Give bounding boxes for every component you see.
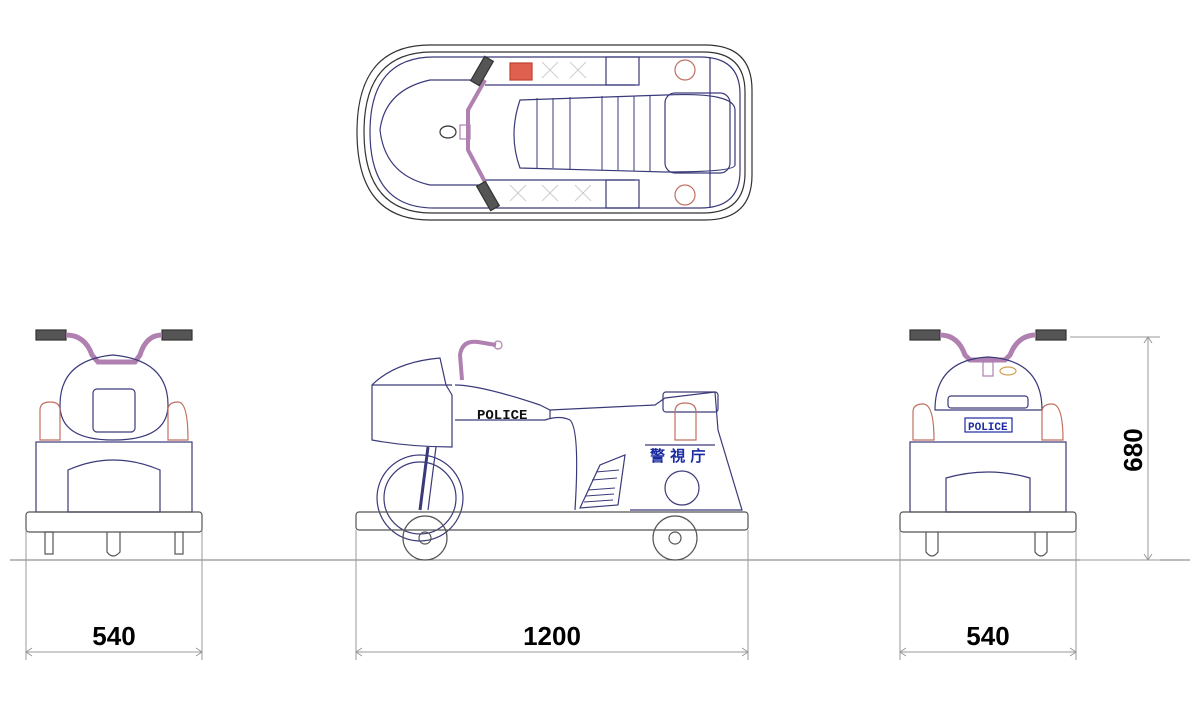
top-view (356, 44, 753, 221)
rear-view: POLICE (899, 329, 1077, 557)
kanji-label: 警 視 庁 (649, 447, 705, 465)
plate-label: POLICE (968, 422, 1008, 434)
side-view: POLICE 警 視 庁 (355, 339, 749, 561)
front-view (25, 329, 203, 557)
length-dimension: 1200 (523, 621, 581, 651)
rear-width-dimension: 540 (966, 621, 1009, 651)
height-dimension: 680 (1118, 428, 1148, 471)
dimension-lines (25, 336, 1160, 660)
police-label: POLICE (477, 408, 527, 424)
front-width-dimension: 540 (92, 621, 135, 651)
